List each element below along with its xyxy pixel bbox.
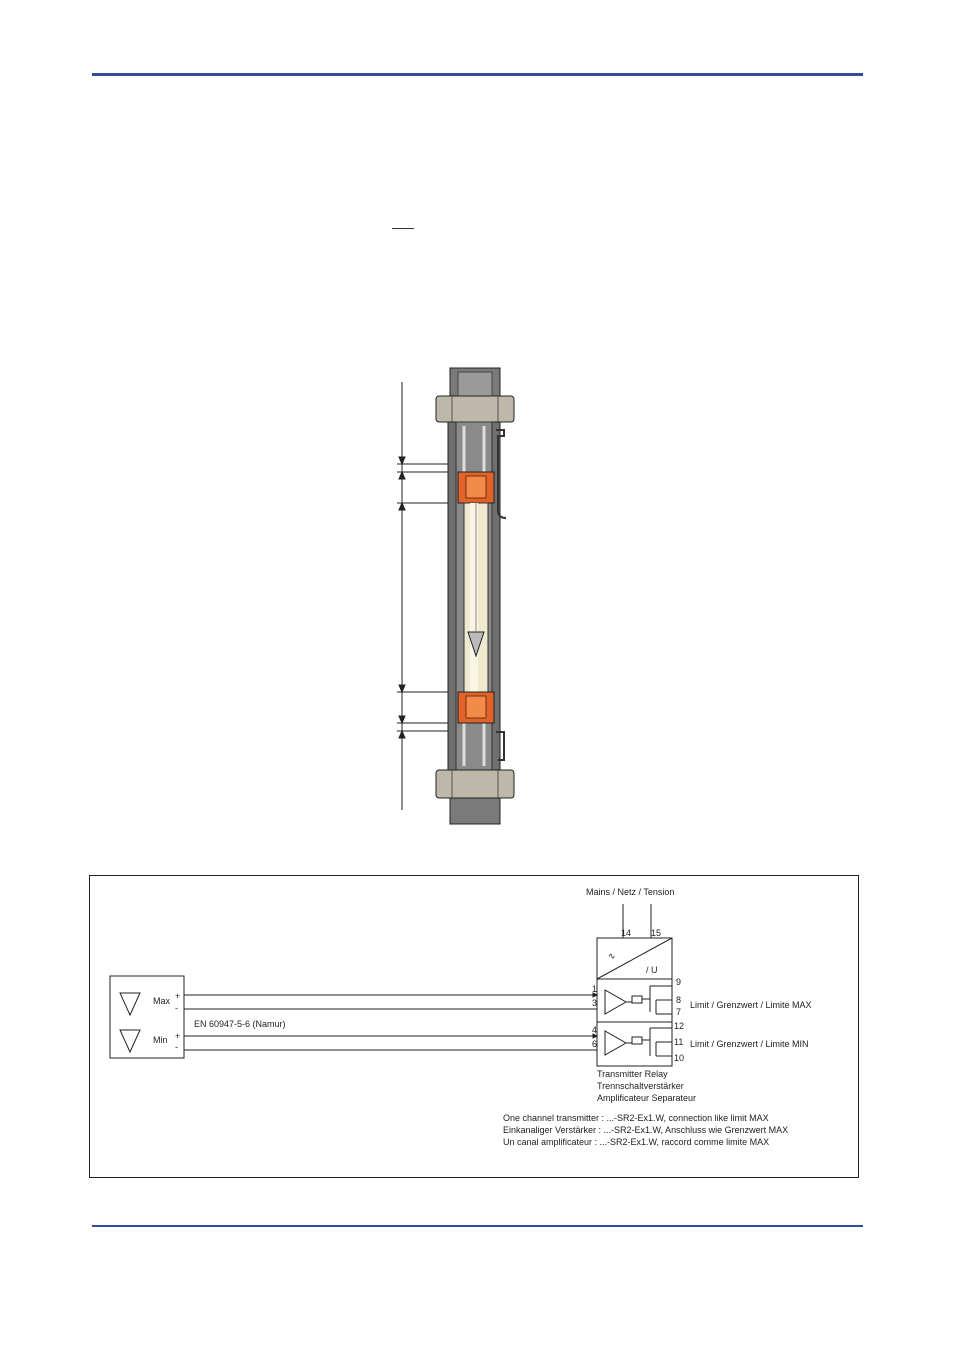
dash-mark xyxy=(392,228,414,229)
sensor-box xyxy=(109,975,185,1059)
cable xyxy=(496,429,507,519)
bottom-union-nut xyxy=(435,769,515,799)
terminal-11: 11 xyxy=(674,1037,683,1047)
flowmeter-drawing xyxy=(397,367,515,825)
terminal-6: 6 xyxy=(592,1039,597,1049)
terminal-8: 8 xyxy=(676,995,681,1005)
terminal-10: 10 xyxy=(674,1053,684,1063)
transmitter-box xyxy=(596,937,673,1067)
top-union-nut xyxy=(435,395,515,423)
standard-label: EN 60947-5-6 (Namur) xyxy=(194,1019,286,1029)
wiring-diagram: Mains / Netz / Tension 14 15 ∿ / U 9 8 7… xyxy=(89,875,859,1178)
terminal-4: 4 xyxy=(592,1025,597,1035)
sensor-max-triangle xyxy=(119,992,141,1017)
note-de: Einkanaliger Verstärker : ...-SR2-Ex1.W,… xyxy=(503,1125,788,1135)
mains-label: Mains / Netz / Tension xyxy=(586,887,674,897)
sensor-min-triangle xyxy=(119,1029,141,1054)
header-rule xyxy=(92,73,863,76)
relay-de: Trennschaltverstärker xyxy=(597,1081,684,1091)
min-plus: + xyxy=(175,1031,180,1041)
terminal-14: 14 xyxy=(621,928,631,938)
relay-fr: Amplificateur Separateur xyxy=(597,1093,696,1103)
footer-rule xyxy=(92,1225,863,1227)
relay-en: Transmitter Relay xyxy=(597,1069,668,1079)
terminal-15: 15 xyxy=(651,928,661,938)
signal-wires xyxy=(184,992,599,1051)
max-plus: + xyxy=(175,991,180,1001)
bottom-pipe-end xyxy=(449,797,501,825)
limit-min-label: Limit / Grenzwert / Limite MIN xyxy=(690,1039,809,1049)
terminal-1: 1 xyxy=(592,984,597,994)
sensor-max-label: Max xyxy=(153,996,171,1006)
note-fr: Un canal amplificateur : ...-SR2-Ex1.W, … xyxy=(503,1137,769,1147)
dimension-lines xyxy=(397,382,460,810)
terminal-7: 7 xyxy=(676,1007,681,1017)
terminal-12: 12 xyxy=(674,1021,684,1031)
dc-symbol: / U xyxy=(646,965,658,975)
note-en: One channel transmitter : ...-SR2-Ex1.W,… xyxy=(503,1113,769,1123)
sensor-min-label: Min xyxy=(153,1035,168,1045)
limit-max-label: Limit / Grenzwert / Limite MAX xyxy=(690,1000,812,1010)
min-minus: - xyxy=(175,1042,178,1052)
ac-symbol: ∿ xyxy=(608,951,616,961)
amplifier-min xyxy=(604,1030,628,1056)
terminal-9: 9 xyxy=(676,977,681,987)
max-minus: - xyxy=(175,1003,178,1013)
amplifier-max xyxy=(604,989,628,1015)
terminal-3: 3 xyxy=(592,998,597,1008)
